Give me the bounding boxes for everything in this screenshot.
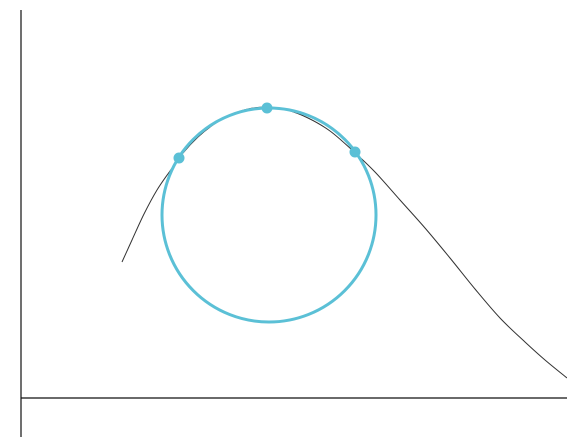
left-point	[173, 152, 185, 164]
top-point	[261, 102, 273, 114]
right-point	[349, 146, 361, 158]
marked-points	[173, 102, 361, 164]
